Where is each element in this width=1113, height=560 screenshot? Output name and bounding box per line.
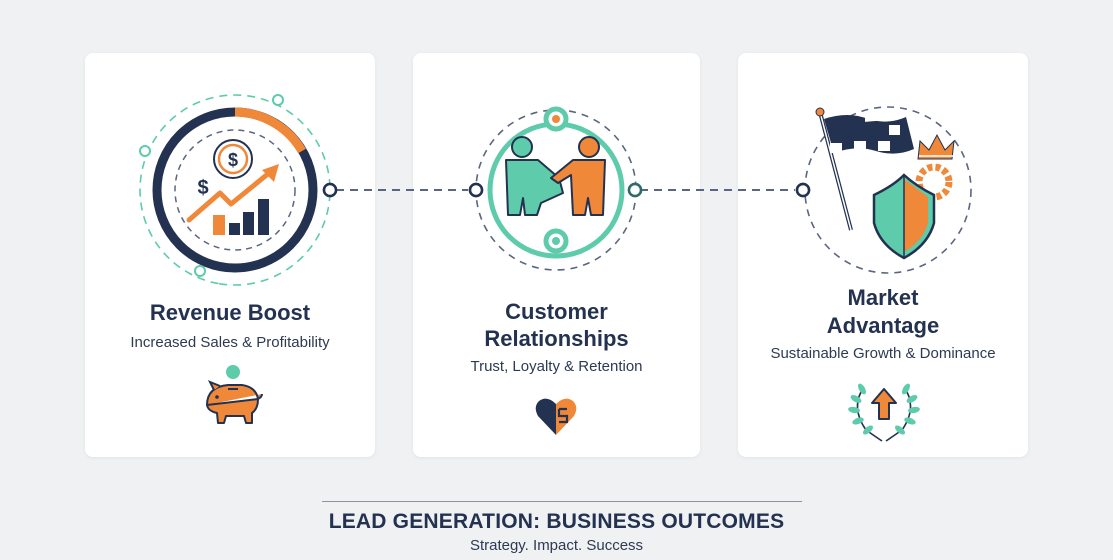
- card-title-line2: Relationships: [484, 326, 629, 351]
- card-title-line1: Customer: [505, 299, 608, 324]
- diagram-title: LEAD GENERATION: BUSINESS OUTCOMES: [328, 510, 785, 533]
- laurel-arrow-icon: [848, 383, 920, 442]
- card-subtitle: Increased Sales & Profitability: [130, 334, 330, 351]
- heart-icon: [535, 398, 577, 435]
- card-title-line2: Advantage: [826, 313, 940, 338]
- card-subtitle: Trust, Loyalty & Retention: [470, 358, 643, 375]
- footer-divider: [322, 501, 802, 502]
- card-title-line1: Market: [847, 285, 919, 310]
- diagram-tagline: Strategy. Impact. Success: [469, 537, 644, 554]
- card-title: Revenue Boost: [149, 300, 311, 325]
- svg-text:$: $: [228, 150, 238, 170]
- card-customer-relationships: Customer Relationships Trust, Loyalty & …: [413, 53, 700, 457]
- revenue-growth-chart-icon: $ $: [139, 94, 338, 286]
- card-market-advantage: Market Advantage Sustainable Growth & Do…: [738, 53, 1028, 457]
- card-revenue-boost: $ $ Revenue Boost Increased Sales & Prof…: [85, 53, 375, 457]
- flag-shield-crown-icon: [795, 101, 972, 274]
- piggy-bank-icon: [206, 365, 263, 424]
- handshake-icon: [468, 106, 643, 271]
- svg-text:$: $: [197, 177, 208, 199]
- card-subtitle: Sustainable Growth & Dominance: [770, 345, 996, 362]
